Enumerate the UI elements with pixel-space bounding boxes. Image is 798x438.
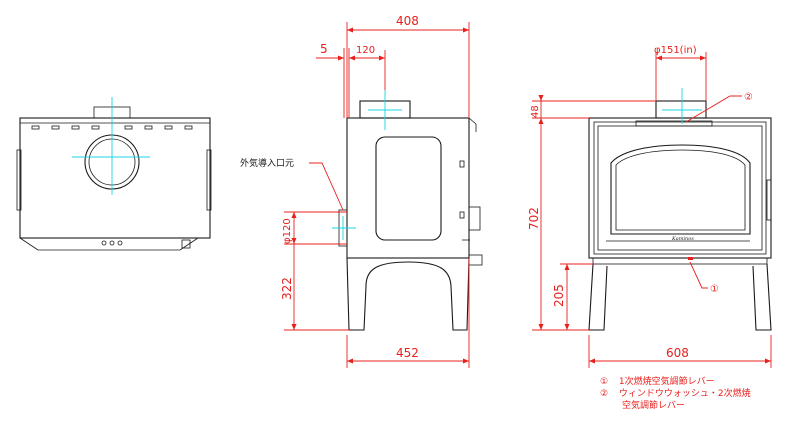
legend-text-2b: 空気調節レバー	[622, 401, 686, 411]
dim-pipe-diameter: φ151(in)	[654, 45, 697, 56]
dim-top-width: 408	[396, 14, 419, 28]
legend: ① 1次燃焼空気調節レバー ② ウィンドウウォッシュ・2次燃焼 空気調節レバー	[600, 376, 751, 412]
side-view	[332, 90, 483, 331]
side-view-handle	[468, 206, 481, 231]
callout-2-leader	[685, 95, 742, 123]
side-view-dimensions: 408 5 120 φ120 322 452 外気導入口元	[240, 14, 470, 368]
callout-1: ①	[710, 284, 719, 295]
legend-item-2: ② ウィンドウウォッシュ・2次燃焼	[600, 388, 751, 400]
dim-offset: 5	[320, 42, 328, 56]
top-view-left-handle	[16, 149, 22, 211]
callout-1-leader	[689, 261, 708, 289]
front-view-glass	[610, 144, 751, 235]
front-view-control-bar	[635, 120, 713, 127]
front-view-right-leg	[752, 263, 772, 331]
dim-depth: 452	[396, 346, 419, 360]
top-view-right-handle	[206, 149, 212, 211]
dim-leg-height: 205	[552, 284, 566, 307]
top-view-vent-slots	[31, 125, 193, 130]
air-inlet-label: 外気導入口元	[240, 157, 294, 169]
dim-air-height: 322	[280, 277, 294, 300]
dim-flue-height: 48	[530, 105, 541, 118]
air-inlet-leader	[309, 162, 344, 211]
front-view-flue-pipe	[655, 100, 707, 119]
legend-text-1: 1次燃焼空気調節レバー	[618, 377, 715, 387]
side-view-body	[346, 117, 470, 259]
front-view-left-leg	[588, 263, 608, 331]
top-view	[16, 97, 212, 251]
front-view-door-frame	[593, 121, 767, 255]
front-view: Kaminos	[588, 88, 772, 331]
legend-text-2a: ウィンドウウォッシュ・2次燃焼	[618, 389, 751, 399]
side-view-legs	[346, 257, 470, 331]
legend-item-2-cont: 空気調節レバー	[600, 400, 751, 412]
legend-marker-1: ①	[600, 377, 609, 387]
dim-air-diameter: φ120	[282, 218, 293, 244]
top-view-body	[19, 117, 211, 239]
front-view-dimensions: φ151(in) 48 702 205 608 ② ①	[527, 45, 772, 368]
dim-width: 608	[666, 346, 689, 360]
dim-flue-offset: 120	[356, 45, 375, 56]
brand-logo: Kaminos	[671, 236, 694, 242]
side-view-window	[375, 136, 442, 241]
callout-2: ②	[744, 92, 753, 103]
dim-total-height: 702	[527, 207, 541, 230]
front-view-hinge	[766, 179, 772, 221]
legend-item-1: ① 1次燃焼空気調節レバー	[600, 376, 751, 388]
legend-marker-2: ②	[600, 389, 609, 399]
lever-1-marker	[688, 257, 693, 260]
